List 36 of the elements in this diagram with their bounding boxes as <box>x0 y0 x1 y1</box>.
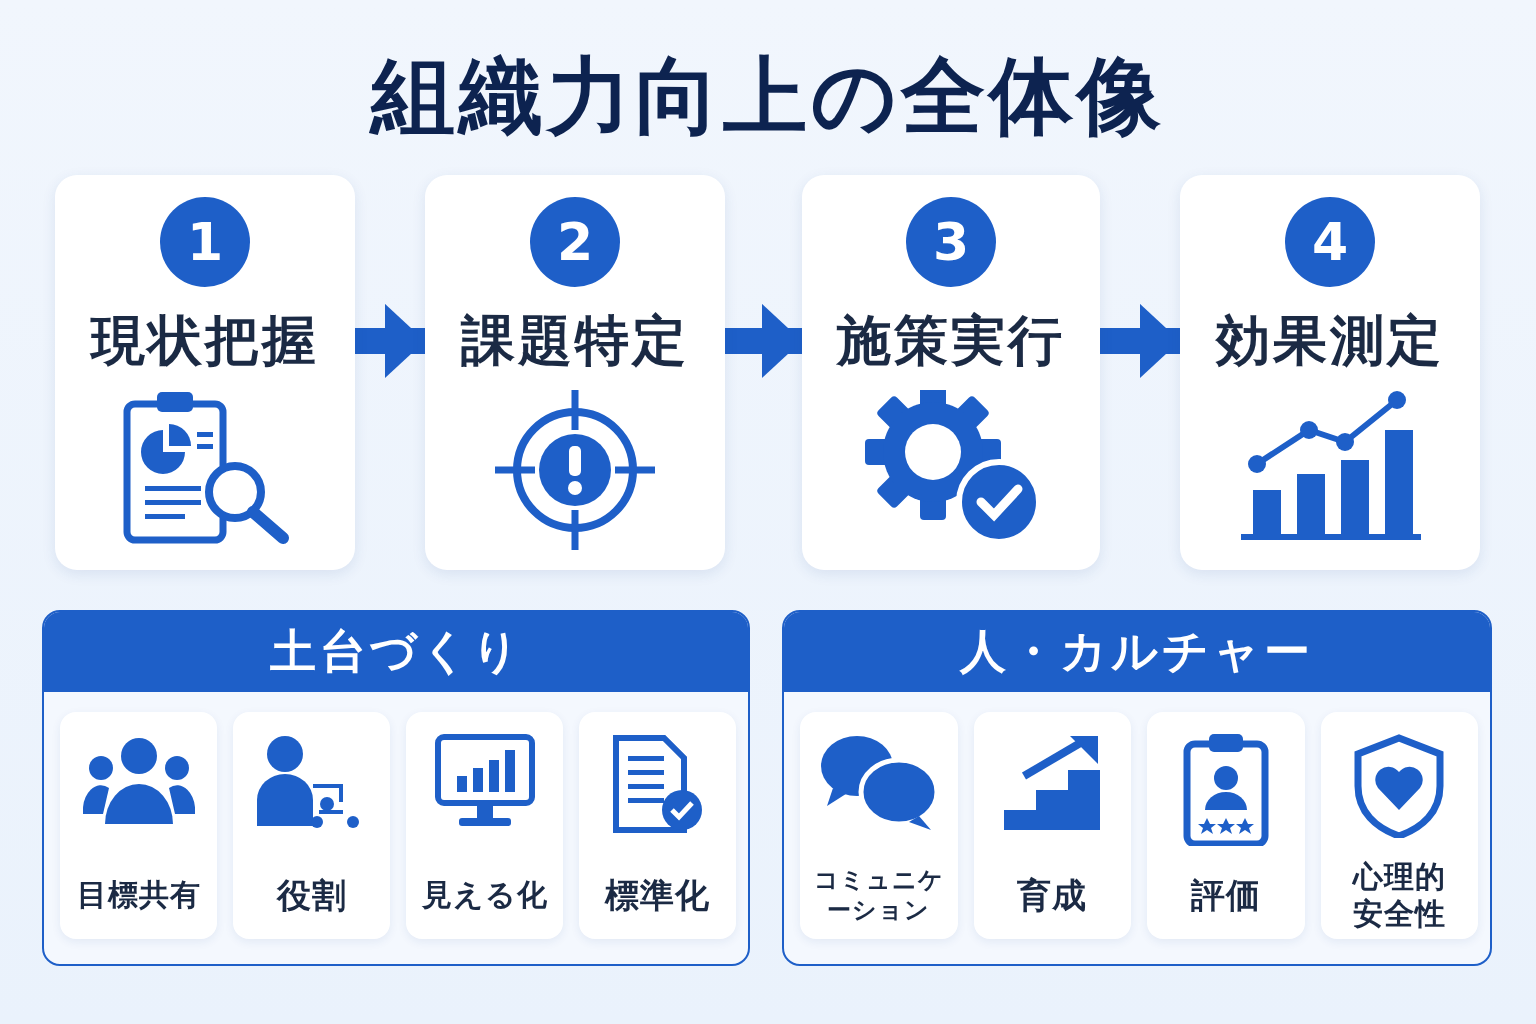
panel-title: 土台づくり <box>269 623 523 680</box>
item-label: 評価 <box>1190 873 1261 917</box>
flow-arrow <box>1100 303 1180 378</box>
category-panel <box>782 610 1492 966</box>
step-title: 課題特定 <box>461 308 689 374</box>
step-title: 施策実行 <box>837 308 1065 374</box>
step-number-badge: 3 <box>906 197 996 287</box>
step-title: 現状把握 <box>91 308 319 374</box>
diagram-title: 組織力向上の全体像 <box>371 46 1165 147</box>
item-card <box>406 712 563 939</box>
step-number-badge: 1 <box>160 197 250 287</box>
flow-arrow <box>725 303 802 378</box>
item-card <box>60 712 217 939</box>
step-title: 効果測定 <box>1216 308 1444 374</box>
item-label: 心理的安全性 <box>1351 857 1447 933</box>
step-number-badge: 4 <box>1285 197 1375 287</box>
item-label: 役割 <box>276 873 347 917</box>
item-card <box>579 712 736 939</box>
item-label: 標準化 <box>605 873 710 917</box>
item-label: コミュニケーション <box>812 865 945 925</box>
item-card <box>973 712 1131 939</box>
flow-arrow <box>355 303 425 378</box>
panel-title: 人・カルチャー <box>960 623 1314 680</box>
item-card <box>1320 712 1478 939</box>
item-label: 見える化 <box>421 876 548 914</box>
item-card <box>233 712 390 939</box>
item-label: 目標共有 <box>76 876 201 914</box>
step-card <box>1180 175 1480 570</box>
step-card <box>55 175 355 570</box>
item-card <box>800 712 958 939</box>
step-number-badge: 2 <box>530 197 620 287</box>
step-card <box>802 175 1100 570</box>
item-card <box>1147 712 1305 939</box>
category-panel <box>42 610 750 966</box>
item-label: 育成 <box>1017 873 1088 917</box>
step-card <box>425 175 725 570</box>
